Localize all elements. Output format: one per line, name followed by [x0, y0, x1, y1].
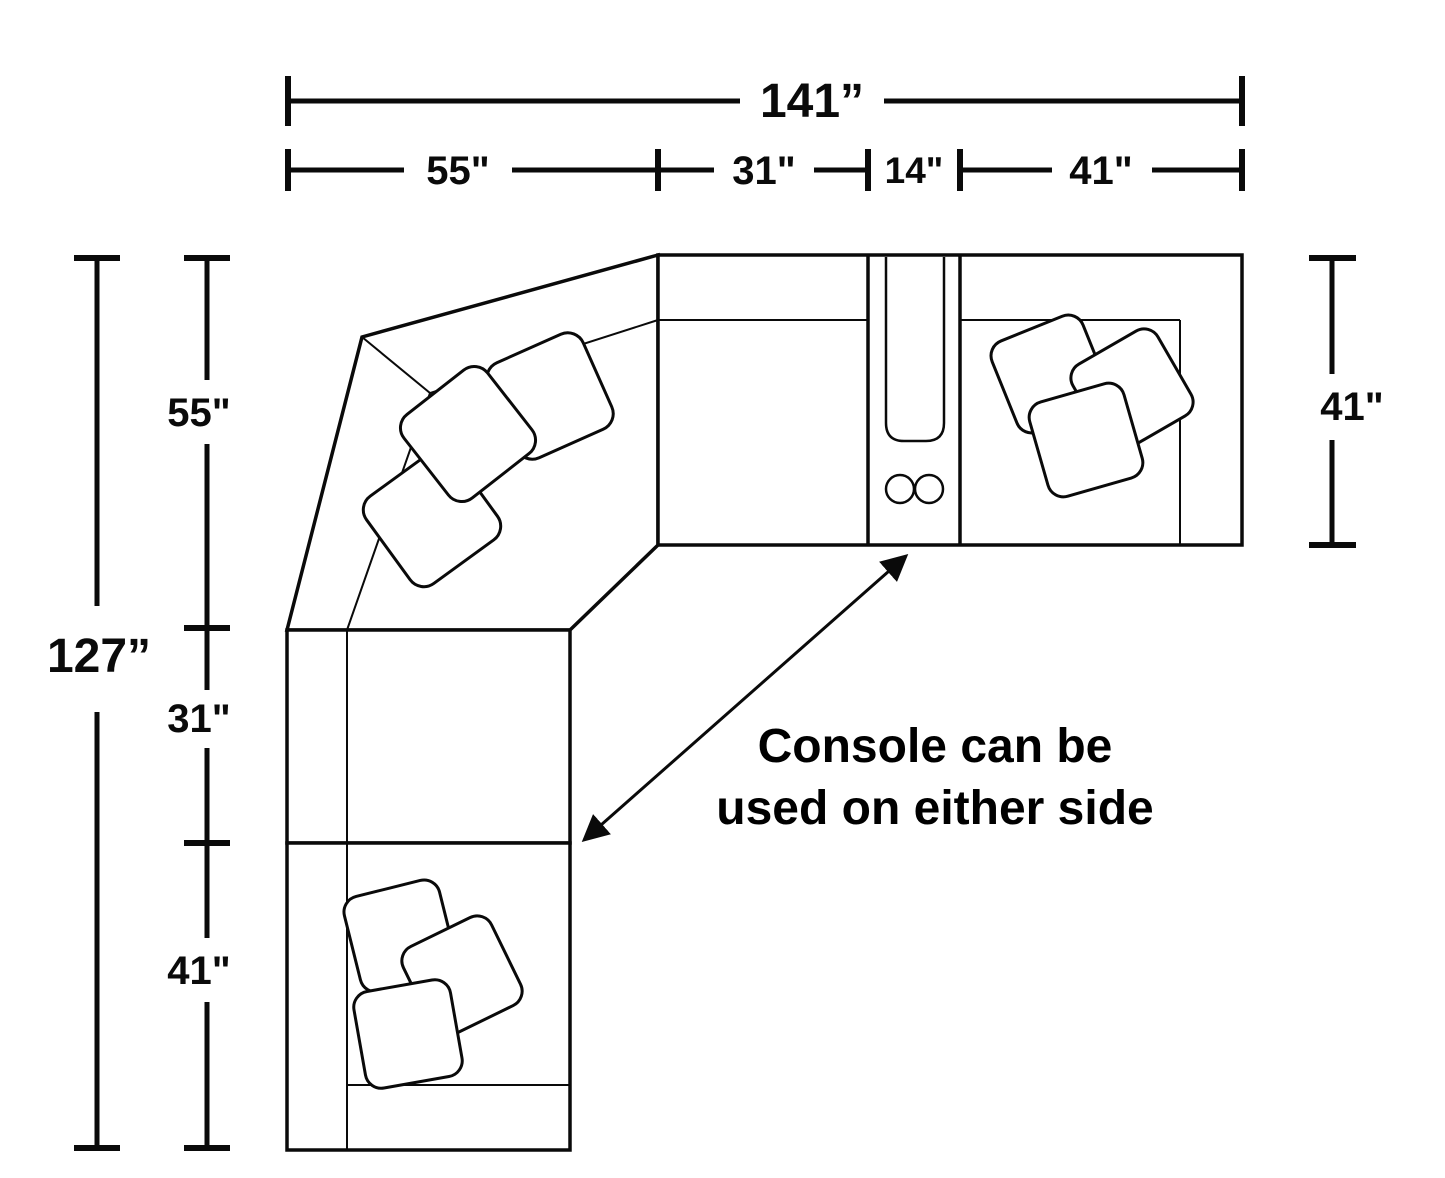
pillows-right-section	[989, 313, 1195, 499]
dim-label-overall-height: 127”	[47, 630, 151, 683]
dim-label-top-55: 55"	[426, 149, 489, 193]
annotation-line-1: Console can be	[758, 720, 1113, 773]
dim-label-left-41: 41"	[167, 949, 230, 993]
console-annotation: Console can be used on either side	[581, 554, 1154, 842]
annotation-line-2: used on either side	[716, 782, 1153, 835]
dim-label-left-55: 55"	[167, 391, 230, 435]
pillow	[352, 978, 464, 1090]
left-31-section-outline	[285, 628, 572, 845]
dimension-overall-height: 127”	[47, 255, 151, 1151]
wedge-corner-line	[361, 336, 431, 394]
dim-label-overall-width: 141”	[760, 75, 864, 128]
cup-holder	[913, 473, 945, 505]
dimension-right-side: 41"	[1309, 255, 1384, 548]
console-pointer-arrow	[581, 554, 909, 842]
pillow	[398, 364, 538, 504]
console-section	[866, 255, 962, 545]
pillows-bottom-section	[342, 878, 524, 1090]
dim-label-top-14: 14"	[885, 150, 944, 191]
dim-label-left-31: 31"	[167, 697, 230, 741]
sofa-plan	[284, 252, 1244, 1152]
pillows-wedge	[361, 331, 615, 589]
dim-label-top-31: 31"	[732, 149, 795, 193]
console-lid	[884, 257, 946, 443]
cup-holder	[884, 473, 916, 505]
pillow	[1027, 381, 1145, 499]
dimension-top-row: 55" 31" 14" 41"	[285, 149, 1245, 193]
dim-label-top-41: 41"	[1069, 149, 1132, 193]
dimension-overall-width: 141”	[285, 75, 1245, 128]
dim-label-right-41: 41"	[1320, 385, 1383, 429]
dimension-left-column: 55" 31" 41"	[167, 255, 231, 1151]
